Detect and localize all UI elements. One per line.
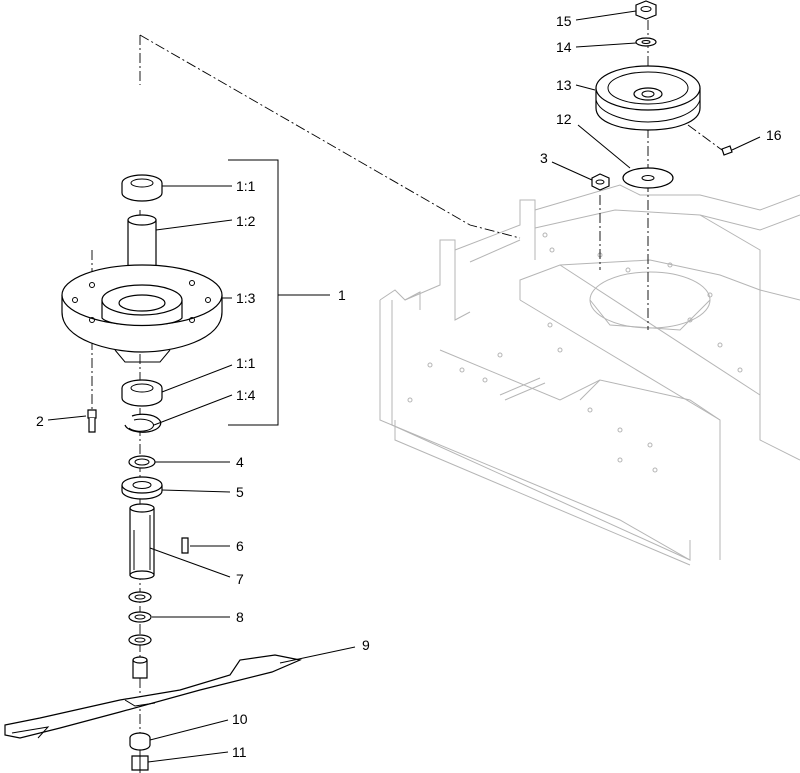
callout-8: 8 [236,609,244,625]
callout-5: 5 [236,484,244,500]
callout-1-3: 1:3 [236,290,256,306]
callout-14: 14 [556,39,572,55]
set-screw [721,145,733,156]
key [181,537,189,554]
spindle-housing-assembly [61,174,223,433]
seal [121,476,163,500]
assembly-centerlines [91,20,723,773]
callout-labels: 1 1:1 1:2 1:3 1:1 1:4 2 4 5 6 7 8 9 10 1… [36,13,782,760]
snap-ring [124,413,162,433]
washer [128,455,156,469]
callout-1-1-top: 1:1 [236,178,256,194]
mower-deck [379,184,800,566]
callout-11: 11 [232,744,247,760]
callout-9: 9 [362,637,370,653]
callout-10: 10 [232,711,248,727]
callout-1: 1 [338,287,346,303]
bolt [87,409,97,433]
callout-15: 15 [556,13,572,29]
callout-1-1-bottom: 1:1 [236,355,256,371]
spacer-tube [127,214,157,271]
callout-16: 16 [766,127,782,143]
blade-washer [129,732,151,751]
spindle-housing [61,264,223,363]
callout-12: 12 [556,111,572,127]
blade-bolt [131,755,149,771]
nut [591,173,610,191]
callout-4: 4 [236,454,244,470]
callout-2: 2 [36,413,44,429]
pulley-washer [622,167,674,189]
callout-13: 13 [556,77,572,93]
pulley-nut [635,0,657,20]
callout-3: 3 [540,150,548,166]
shaft-stud [132,656,148,679]
pulley-top-washer [635,37,657,47]
leader-lines [47,10,761,763]
callout-6: 6 [236,538,244,554]
callout-7: 7 [236,571,244,587]
callout-1-4: 1:4 [236,387,256,403]
blade [4,654,303,739]
spindle-shaft [129,503,155,580]
callout-1-2: 1:2 [236,213,256,229]
spacers [128,591,152,646]
bearing-bottom [121,379,163,407]
pulley [595,65,701,131]
bearing-top [121,174,163,202]
